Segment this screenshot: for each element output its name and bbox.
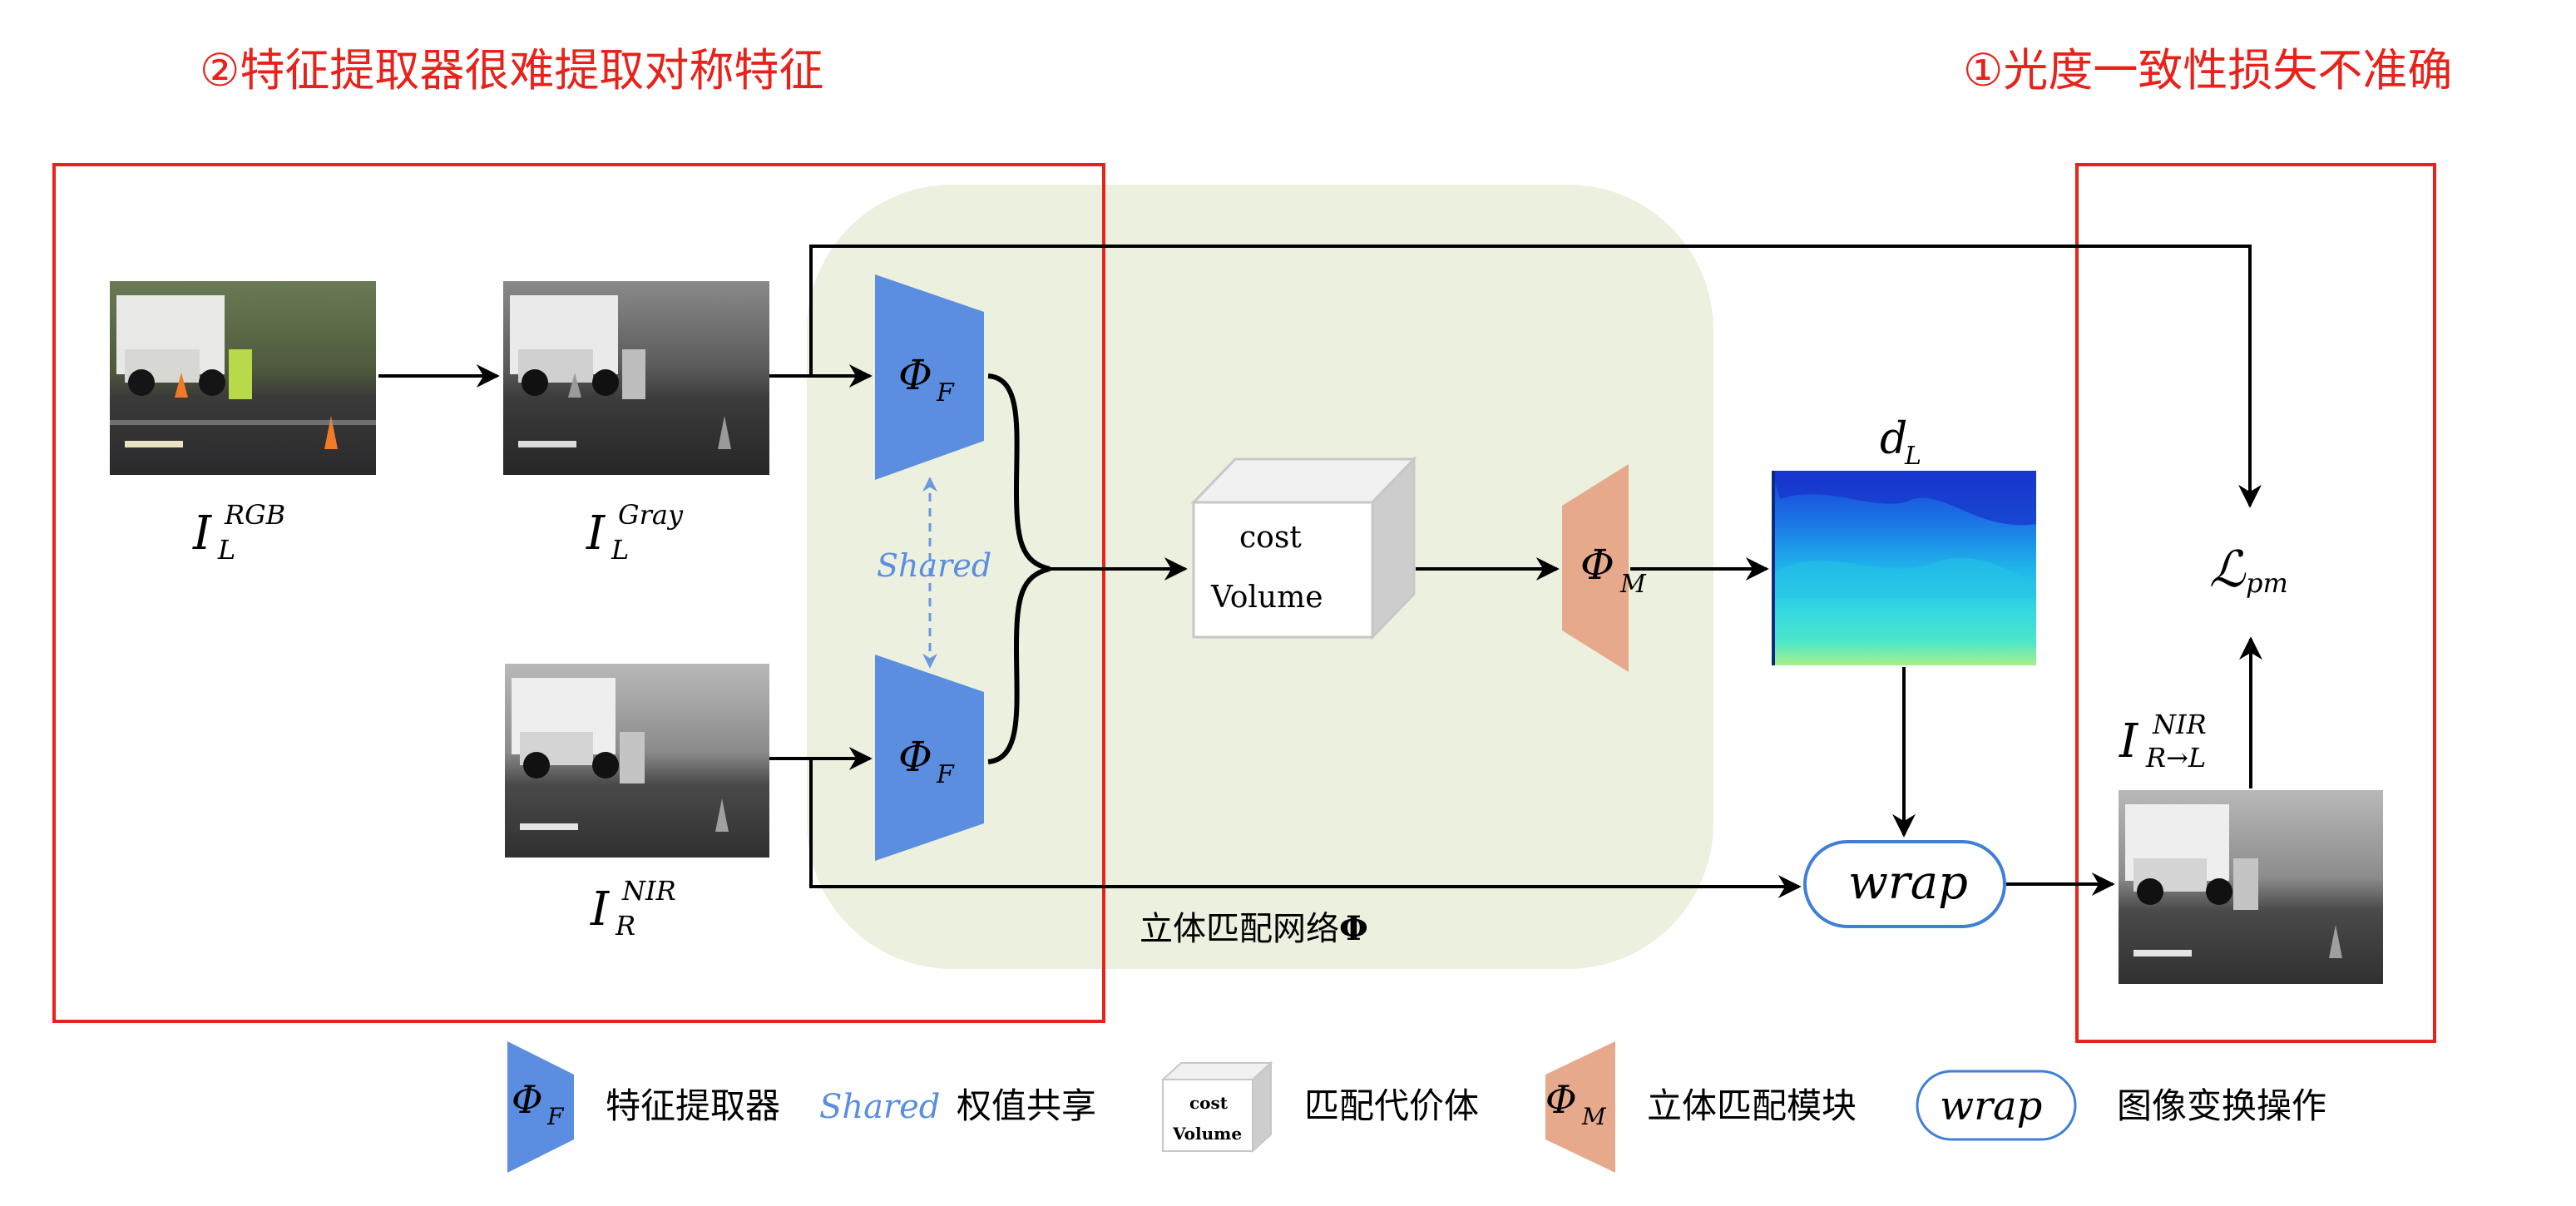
svg-text:Gray: Gray (618, 499, 684, 531)
nir-right-image (505, 664, 769, 858)
problem-features-annotation: ②特征提取器很难提取对称特征 (200, 46, 823, 96)
svg-text:立体匹配模块: 立体匹配模块 (1647, 1086, 1857, 1125)
svg-text:cost: cost (1189, 1093, 1229, 1113)
svg-text:wrap: wrap (1848, 856, 1968, 910)
svg-text:M: M (1581, 1103, 1607, 1130)
legend: Φ F 特征提取器 Shared 权值共享 cost Volume 匹配代价体 … (507, 1041, 2326, 1173)
svg-text:I: I (586, 507, 606, 561)
gray-to-loss-arrow (809, 245, 2262, 508)
legend-shared: Shared 权值共享 (819, 1086, 1096, 1126)
feature-problem-box (52, 163, 1105, 1023)
legend-matching-module: Φ M 立体匹配模块 (1545, 1041, 1857, 1173)
svg-text:Φ: Φ (1545, 1077, 1577, 1122)
svg-text:图像变换操作: 图像变换操作 (2117, 1086, 2326, 1125)
svg-text:L: L (217, 534, 235, 566)
svg-text:NIR: NIR (2152, 709, 2207, 740)
svg-text:I: I (192, 507, 213, 561)
svg-text:Φ: Φ (898, 733, 932, 781)
matching-module: Φ M (1562, 464, 1647, 672)
rgb-image-label: I RGB L (192, 499, 285, 566)
rgb-left-image (110, 281, 376, 475)
svg-text:L: L (1904, 442, 1921, 471)
svg-text:ℒ: ℒ (2209, 541, 2247, 599)
svg-text:RGB: RGB (224, 499, 285, 531)
network-caption: 立体匹配网络Φ (1140, 909, 1368, 948)
shared-label: Shared (877, 547, 991, 584)
svg-text:R: R (615, 910, 635, 942)
svg-text:M: M (1619, 570, 1647, 599)
legend-cost-volume: cost Volume 匹配代价体 (1160, 1060, 1479, 1154)
disparity-label: d L (1880, 414, 1921, 471)
svg-text:Φ: Φ (512, 1077, 543, 1122)
cost-volume-cube: cost Volume (1190, 456, 1417, 640)
warped-image-label: I NIR R→L (2119, 709, 2207, 774)
svg-text:Volume: Volume (1210, 581, 1323, 615)
nir-image-label: I NIR R (590, 875, 676, 942)
svg-text:F: F (936, 378, 955, 408)
nir-to-wrap-arrow (809, 759, 1802, 898)
legend-feature-extractor: Φ F 特征提取器 (507, 1041, 780, 1173)
warped-nir-image (2119, 790, 2383, 984)
wrap-operation: wrap (1803, 840, 2006, 928)
svg-text:NIR: NIR (621, 875, 676, 907)
svg-text:R→L: R→L (2145, 742, 2206, 774)
svg-text:F: F (546, 1103, 565, 1130)
svg-text:匹配代价体: 匹配代价体 (1304, 1086, 1479, 1125)
legend-wrap: wrap 图像变换操作 (1916, 1070, 2326, 1141)
gray-image-label: I Gray L (586, 499, 684, 566)
svg-text:I: I (590, 882, 611, 937)
svg-text:d: d (1880, 414, 1907, 464)
svg-text:L: L (611, 534, 629, 566)
gray-left-image (503, 281, 769, 475)
svg-text:pm: pm (2246, 567, 2288, 599)
photometric-problem-box (2075, 163, 2436, 1043)
svg-text:wrap: wrap (1940, 1083, 2042, 1129)
disparity-map (1772, 471, 2036, 665)
svg-text:Φ: Φ (1580, 541, 1614, 589)
problem-photometric-annotation: ①光度一致性损失不准确 (1963, 46, 2452, 96)
feature-extractor-top: Φ F (875, 274, 984, 480)
svg-text:Volume: Volume (1172, 1124, 1242, 1144)
svg-text:Φ: Φ (898, 351, 932, 399)
svg-text:cost: cost (1239, 521, 1302, 555)
photometric-loss: ℒ pm (2209, 541, 2288, 599)
svg-text:权值共享: 权值共享 (957, 1086, 1096, 1125)
feature-extractor-bottom: Φ F (875, 655, 984, 861)
svg-text:F: F (936, 760, 955, 789)
svg-text:I: I (2119, 714, 2139, 769)
svg-text:Shared: Shared (819, 1088, 940, 1126)
svg-text:特征提取器: 特征提取器 (606, 1086, 780, 1125)
